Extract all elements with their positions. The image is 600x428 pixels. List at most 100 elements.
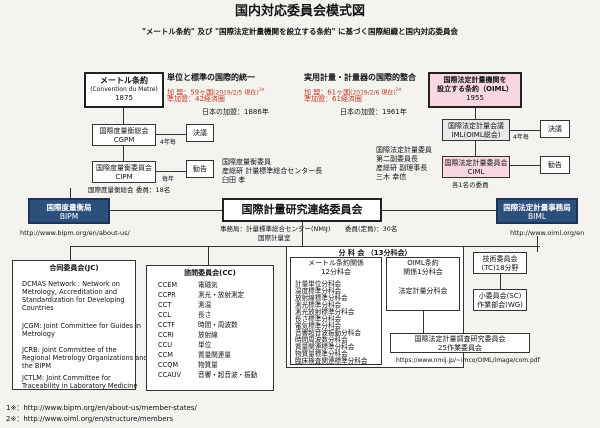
cc-field-6: 放射線	[198, 331, 218, 339]
main-committee-name: 国際計量研究連絡委員会	[241, 203, 363, 216]
cipm-abbr: CIPM	[115, 173, 133, 181]
main-secretariat-office: 国際計量室	[258, 234, 291, 242]
oiml-subcommittee-head-2: 関係1分科会	[403, 268, 443, 276]
cgpm-resolution: 決議	[193, 129, 207, 137]
ciml-name: 国際法定計量委員会	[444, 159, 508, 167]
oiml-research-url[interactable]: https://www.nmij.jp/~imco/OIML/image/com…	[396, 357, 540, 364]
right-member-count-value: 加 盟：61ヶ国	[304, 88, 351, 97]
cc-code-7: CCU	[158, 341, 173, 349]
meter-sub-item-9: 時間周波数分科会	[295, 336, 348, 344]
sc-box: 小委員会(SC) 作業部会(WG)	[473, 289, 527, 311]
footnote-1: 1※：http://www.bipm.org/en/about-us/membe…	[6, 404, 197, 412]
biml-name: 国際法定計量事務局	[503, 203, 571, 212]
ciml-recommendation: 勧告	[548, 161, 562, 169]
sc-line-2: 作業部会(WG)	[477, 301, 523, 309]
oiml-research-box: 国際法定計量調査研究委員会 25作業委員会	[390, 333, 530, 353]
meter-sub-item-6: 長さ標準分科会	[295, 315, 342, 323]
cc-field-10: 音響・超音波・振動	[198, 371, 258, 379]
oiml-convention-box: 国際法定計量機関を 設立する条約（OIML） 1955	[428, 72, 522, 108]
oiml-research-name: 国際法定計量調査研究委員会	[414, 335, 506, 343]
iml-name: 国際法定計量会議	[448, 122, 504, 130]
right-member-footnote-mark: 2※	[395, 87, 402, 92]
iml-box: 国際法定計量会議 IML(OIML総会)	[442, 119, 510, 141]
oiml-name-1: 国際法定計量機関を	[443, 76, 507, 84]
biml-box: 国際法定計量事務局 BIML	[496, 198, 578, 224]
right-member-date: (2019/2/6 現在)	[350, 89, 396, 97]
cipm-member-count: 委員：18名	[136, 186, 171, 194]
right-header: 実用計量・計量器の国際的整合	[304, 73, 416, 82]
cgpm-to-resolution-line	[156, 134, 186, 135]
ciml-members: 各1名の委員	[452, 181, 489, 189]
oiml-sub-to-research-line	[423, 311, 424, 333]
left-japan-join: 日本の加盟：1886年	[202, 108, 269, 116]
cc-code-2: CCPR	[158, 291, 176, 299]
bipm-box: 国際度量衡局 BIPM	[28, 198, 110, 224]
bipm-url[interactable]: http://www.bipm.org/en/about-us/	[20, 229, 130, 237]
jc-item-3-line-3: the BIPM	[22, 362, 52, 370]
jc-item-4-line-2: Traceability in Laboratory Medicine	[22, 382, 138, 390]
jc-branch-line	[70, 246, 71, 260]
meter-sub-item-12: 臨床検査関連標準分科会	[295, 357, 368, 365]
main-branch-down	[302, 222, 303, 246]
biml-url[interactable]: http://www.oiml.org/en	[510, 229, 585, 237]
meter-convention-box: メートル条約 (Convention du Metre) 1875	[84, 72, 164, 108]
meter-sub: (Convention du Metre)	[90, 86, 158, 93]
meter-sub-item-5: 測光放射標準分科会	[295, 308, 355, 316]
main-to-bipm-line	[110, 210, 222, 211]
right-associate-count: 準加盟：61経済圏	[304, 95, 362, 103]
cc-field-4: 長さ	[198, 311, 212, 319]
cgpm-frequency: 4年毎	[160, 139, 176, 146]
oiml-name-2: 設立する条約（OIML）	[437, 85, 513, 93]
cipm-frequency: 毎年	[162, 176, 175, 183]
jp-ciml-org: 産総研 副理事長	[376, 164, 428, 172]
oiml-subcommittee-box: OIML条約 関係1分科会 法定計量分科会	[386, 257, 460, 311]
tc-line-2: (TC)18分野	[481, 264, 519, 272]
cc-code-10: CCAUV	[158, 371, 182, 379]
tc-to-sc-line	[500, 274, 501, 290]
cc-field-7: 単位	[198, 341, 212, 349]
left-member-date: (2019/2/5 現在)	[213, 89, 259, 97]
jc-item-2-line-2: Metrology	[22, 330, 55, 338]
subcommittee-title: 分 科 会 （13分科会）	[338, 249, 412, 257]
cc-code-4: CCL	[158, 311, 171, 319]
meter-sub-item-3: 放射線標準分科会	[295, 294, 348, 302]
jc-item-1-line-4: Countries	[22, 304, 54, 312]
meter-subcommittees-box: メートル条約関係 12分科会	[290, 257, 382, 365]
jc-box: 合同委員会(JC)	[12, 260, 136, 390]
iml-to-ciml-line	[475, 141, 476, 157]
cc-branch-line	[208, 246, 209, 266]
cgpm-name: 国際度量衡総会	[99, 127, 149, 135]
bipm-abbr: BIPM	[59, 212, 79, 221]
ciml-to-recommendation-line	[510, 165, 540, 166]
jp-ciml-name: 三木 幸信	[376, 173, 407, 181]
tc-line-1: 技術委員会	[482, 255, 518, 263]
cgpm-to-cipm-line	[123, 146, 124, 162]
jc-item-1-line-3: Standardization for Developing	[22, 296, 125, 304]
cc-code-9: CCQM	[158, 361, 179, 369]
right-japan-join: 日本の加盟：1961年	[340, 108, 407, 116]
ciml-box: 国際法定計量委員会 CIML	[442, 156, 510, 178]
jp-cipm-title: 国際度量衡委員	[222, 158, 271, 166]
jp-ciml-title: 国際法定計量委員	[376, 146, 432, 154]
page-title: 国内対応委員会模式図	[234, 4, 365, 19]
cc-field-8: 質量関連量	[198, 351, 231, 359]
jp-cipm-position: 産総研 計量標準総合センター長	[222, 167, 323, 175]
jp-ciml-position: 第二副委員長	[376, 155, 418, 163]
cc-field-2: 測光・放射測定	[198, 291, 245, 299]
left-member-count-value: 加 盟：59ヶ国	[167, 88, 214, 97]
cgpm-abbr: CGPM	[113, 136, 135, 144]
cc-code-3: CCT	[158, 301, 172, 309]
left-member-footnote-mark: 1※	[258, 87, 265, 92]
meter-sub-item-7: 電気標準分科会	[295, 322, 342, 330]
iml-resolution-box: 決議	[540, 120, 570, 138]
meter-sub-item-4: 測光標準分科会	[295, 301, 342, 309]
meter-sub-item-1: 計量単位分科会	[295, 280, 342, 288]
cc-code-6: CCRI	[158, 331, 174, 339]
iml-abbr: IML(OIML総会)	[451, 131, 501, 139]
cipm-name: 国際度量衡委員会	[96, 164, 152, 172]
jc-item-4-line-1: JCTLM: Joint Committee for	[22, 374, 111, 382]
main-secretariat: 事務局：計量標準総合センター(NMIJ)	[220, 225, 331, 233]
cipm-members-label: 国際度量衡総会	[88, 186, 134, 194]
iml-resolution: 決議	[548, 125, 562, 133]
tc-box: 技術委員会 (TC)18分野	[473, 252, 527, 274]
